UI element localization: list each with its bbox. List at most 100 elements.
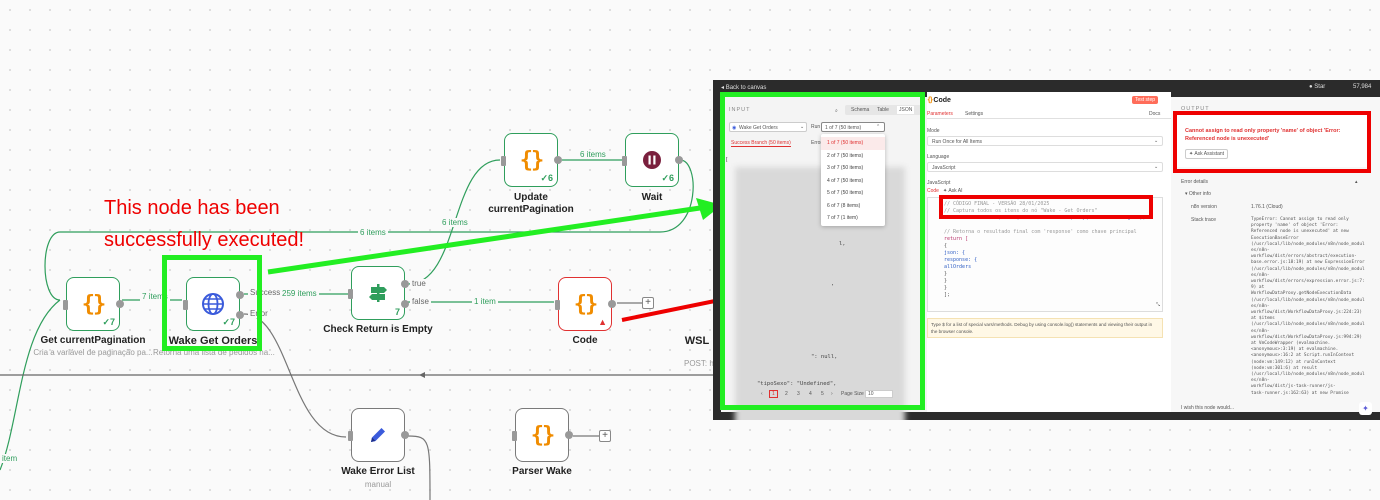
page-2[interactable]: 2 [785,391,788,397]
node-get-current-pagination[interactable]: {} ✓7 [63,277,124,331]
input-port[interactable] [348,289,353,299]
tab-parameters[interactable]: Parameters [927,111,953,117]
output-port[interactable] [401,431,409,439]
page-3[interactable]: 3 [797,391,800,397]
true-output-port[interactable] [401,280,409,288]
run-dropdown: 1 of 7 (50 items) 2 of 7 (50 items) 3 of… [821,134,885,226]
ask-ai-tab[interactable]: ✦ Ask AI [943,188,963,194]
node-update-current-pagination[interactable]: {} ✓6 [501,133,562,187]
node-subtitle: manual [364,480,392,489]
stack-trace-line: es/n8n- [1251,328,1270,334]
run-option-3[interactable]: 3 of 7 (50 items) [827,165,864,171]
node-check-return-is-empty[interactable]: 7 [348,266,409,320]
run-option-2[interactable]: 2 of 7 (50 items) [827,152,864,159]
edge-label-check-code: 1 item [472,297,498,306]
stack-trace-line: es/n8n- [1251,303,1270,309]
language-select[interactable]: JavaScript ⌄ [927,162,1163,172]
input-port[interactable] [63,300,68,310]
branch-tab-success[interactable]: Success Branch (50 items) [731,140,791,147]
other-info-toggle[interactable]: ▾ Other info [1185,191,1211,197]
success-output-port[interactable] [236,291,244,299]
collapse-icon[interactable]: ▴ [1355,179,1358,185]
output-port[interactable] [554,156,562,164]
github-star-button[interactable]: ● Star [1309,84,1326,90]
prev-page-icon[interactable]: ‹ [761,391,763,397]
run-select[interactable]: 1 of 7 (50 items) ⌃ [821,122,885,132]
feedback-input[interactable]: I wish this node would... [1181,405,1235,411]
next-page-icon[interactable]: › [831,391,833,397]
expand-editor-icon[interactable]: ⤡ [1156,302,1161,308]
branch-tab-error[interactable]: Error [811,140,823,146]
code-braces-icon: {} [530,422,555,448]
code-line: response: { [944,257,978,263]
edge-label-false: false [410,297,431,306]
run-option-4[interactable]: 4 of 7 (50 items) [827,177,864,184]
mode-select[interactable]: Run Once for All Items ⌄ [927,136,1163,146]
run-option-1[interactable]: 1 of 7 (50 items) [821,137,885,150]
tab-schema[interactable]: Schema [851,107,870,113]
display-mode-tabs: Schema Table JSON [845,105,921,115]
output-port[interactable] [608,300,616,308]
globe-icon: ◉ [732,124,737,131]
node-title: Wake Get Orders [168,335,258,347]
page-size-select[interactable]: 10 [865,390,893,398]
globe-icon [202,293,224,315]
add-node-plus-icon[interactable]: + [599,430,611,442]
run-option-6[interactable]: 6 of 7 (8 items) [827,202,861,209]
input-port[interactable] [183,300,188,310]
page-1[interactable]: 1 [769,390,778,398]
input-port[interactable] [348,431,353,441]
chevron-down-icon: ⌄ [1154,138,1159,144]
code-line: allOrders [944,264,972,270]
stack-trace-line: TypeError: Cannot assign to read only [1251,217,1349,222]
stack-trace-line: base.error.js:18:19) at new ExpressionEr… [1251,260,1365,266]
node-wait[interactable]: ✓6 [622,133,683,187]
node-wake-error-list[interactable] [348,408,409,462]
error-details-label[interactable]: Error details [1181,179,1208,185]
mode-label: Mode [927,128,940,134]
output-port[interactable] [675,156,683,164]
node-details-panel: ◂ Back to canvas ● Star 57,984 INPUT ⌕ S… [713,80,1380,420]
input-port[interactable] [501,156,506,166]
assistant-sparkle-icon[interactable]: ✦ [1359,402,1372,415]
node-parser-wake[interactable]: {} [512,408,573,462]
node-title: Code [572,335,598,346]
false-output-port[interactable] [401,300,409,308]
search-icon[interactable]: ⌕ [835,108,838,114]
add-node-plus-icon[interactable]: + [642,297,654,309]
page-5[interactable]: 5 [821,391,824,397]
edge-label-true: true [410,279,428,288]
error-output-port[interactable] [236,311,244,319]
test-step-button[interactable]: Test step [1132,96,1159,104]
page-size-label: Page Size [841,391,864,397]
success-check-badge: ✓7 [102,317,115,327]
stack-trace-line: property 'name' of object 'Error: [1251,223,1339,229]
input-port[interactable] [512,431,517,441]
input-port[interactable] [622,156,627,166]
github-star-count: 57,984 [1353,84,1372,90]
node-code[interactable]: {} ▲ [555,277,616,331]
output-port[interactable] [116,300,124,308]
input-port[interactable] [555,300,560,310]
tab-json[interactable]: JSON [897,106,915,114]
docs-link[interactable]: Docs [1149,111,1161,117]
node-wake-get-orders[interactable]: ✓7 [183,277,244,331]
node-title: Get currentPagination [40,335,146,346]
run-option-7[interactable]: 7 of 7 (1 item) [827,215,858,221]
code-braces-icon: {} [927,96,934,104]
code-braces-icon: {} [81,291,106,317]
pencil-icon [371,428,385,442]
node-title-line1: Update [514,192,548,203]
json-line: "tipoSexo": "Undefined", [757,381,837,387]
error-message: Cannot assign to read only property 'nam… [1185,128,1341,142]
tab-table[interactable]: Table [877,107,889,113]
tab-settings[interactable]: Settings [965,111,984,117]
page-4[interactable]: 4 [809,391,812,397]
ask-assistant-button[interactable]: ✦ Ask Assistant [1185,149,1229,159]
code-tab[interactable]: Code [927,188,939,194]
output-port[interactable] [565,431,573,439]
code-line: // Retorna o resultado final com 'respon… [944,229,1137,235]
run-option-5[interactable]: 5 of 7 (50 items) [827,190,864,196]
back-to-canvas-link[interactable]: ◂ Back to canvas [721,85,767,91]
input-node-select[interactable]: ◉ Wake Get Orders ⌄ [729,122,807,132]
